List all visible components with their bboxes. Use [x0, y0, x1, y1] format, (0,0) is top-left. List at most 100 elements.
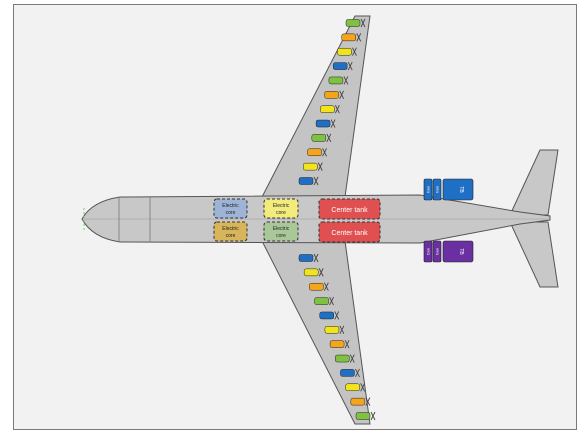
stabilizer-top: [509, 149, 559, 216]
upper-module-fan-icon: [347, 61, 353, 71]
tail-bottom-gen2-label: Gen: [435, 248, 440, 256]
upper-module-fan-icon: [339, 90, 345, 100]
core-blue-label-1: Electric: [222, 203, 239, 209]
lower-wing-module: [309, 282, 329, 291]
lower-wing-module: [329, 339, 350, 349]
tail-top-tb-label: TB: [458, 186, 464, 193]
upper-module-body: [303, 162, 318, 171]
upper-wing-module: [345, 18, 366, 28]
lower-module-body: [345, 383, 360, 392]
lower-module-body: [303, 268, 319, 277]
lower-wing-module: [355, 411, 376, 421]
lower-wing-module: [350, 397, 371, 406]
lower-wing-module: [303, 268, 324, 277]
lower-wing-module: [298, 253, 319, 263]
wing-bottom: [261, 240, 371, 425]
upper-wing-modules: [298, 18, 366, 186]
lower-module-fan-icon: [344, 339, 350, 349]
lower-module-body: [298, 254, 314, 262]
lower-module-fan-icon: [334, 311, 340, 320]
lower-module-fan-icon: [355, 368, 360, 378]
upper-module-body: [328, 76, 344, 85]
center-tank-top: Center tank: [318, 198, 381, 220]
core-blue-label-2: core: [226, 210, 236, 216]
lower-module-body: [319, 311, 334, 320]
lower-module-body: [350, 397, 366, 406]
core-yellow-label-2: core: [276, 210, 286, 216]
upper-wing-module: [315, 119, 336, 128]
upper-wing-module: [311, 133, 332, 143]
tail-bottom-tb-label: TB: [458, 248, 464, 255]
lower-module-body: [314, 297, 329, 305]
core-yellow-label-1: Electric: [273, 203, 290, 209]
upper-wing-module: [298, 176, 319, 186]
upper-module-body: [307, 148, 322, 157]
lower-module-body: [324, 326, 340, 334]
stabilizer-bottom: [509, 221, 559, 288]
upper-wing-module: [307, 148, 327, 157]
upper-wing-module: [328, 76, 349, 85]
core-green-label-2: core: [276, 233, 286, 239]
tail-top-gen2-label: Gen: [435, 186, 440, 194]
upper-wing-module: [324, 90, 345, 100]
center-tank-top-label: Center tank: [331, 207, 368, 214]
lower-module-fan-icon: [370, 411, 376, 421]
upper-module-fan-icon: [322, 148, 327, 157]
lower-module-body: [340, 369, 355, 377]
upper-module-fan-icon: [343, 76, 349, 85]
lower-module-fan-icon: [323, 282, 329, 291]
lower-wing-module: [345, 383, 366, 392]
tail-bottom-gen1-label: Gen: [426, 248, 431, 256]
lower-module-body: [309, 282, 324, 291]
upper-module-body: [332, 62, 348, 70]
upper-wing-module: [332, 61, 353, 71]
upper-module-body: [337, 47, 352, 56]
lower-module-body: [335, 354, 350, 363]
upper-module-body: [324, 91, 339, 99]
electric-core-blue: Electric core: [213, 198, 248, 219]
upper-module-body: [345, 19, 361, 27]
upper-module-fan-icon: [326, 133, 332, 143]
tail-unit-bottom: Gen Gen TB: [423, 240, 474, 263]
lower-module-fan-icon: [329, 296, 334, 306]
core-green-label-1: Electric: [273, 226, 290, 232]
center-tank-bottom: Center tank: [318, 221, 381, 243]
lower-module-body: [329, 340, 345, 348]
tail-unit-top: Gen Gen TB: [423, 178, 474, 201]
upper-module-body: [341, 33, 356, 42]
lower-module-fan-icon: [313, 253, 319, 263]
upper-module-fan-icon: [330, 119, 336, 128]
core-orange-label-1: Electric: [222, 226, 239, 232]
upper-module-fan-icon: [313, 176, 319, 186]
upper-module-body: [311, 134, 327, 142]
upper-module-fan-icon: [334, 104, 340, 114]
upper-module-fan-icon: [352, 47, 357, 56]
upper-wing-module: [303, 162, 323, 171]
tail-top-gen1-label: Gen: [426, 186, 431, 194]
upper-wing-module: [337, 47, 357, 56]
upper-module-body: [315, 119, 331, 128]
lower-module-body: [355, 412, 371, 420]
lower-wing-module: [340, 368, 360, 378]
lower-wing-modules: [298, 253, 376, 421]
electric-core-orange: Electric core: [213, 221, 248, 242]
center-tank-bottom-label: Center tank: [331, 230, 368, 237]
upper-module-body: [320, 105, 335, 113]
upper-module-fan-icon: [356, 33, 362, 42]
electric-core-yellow: Electric core: [263, 198, 299, 219]
upper-wing-module: [320, 104, 340, 114]
upper-module-body: [298, 177, 314, 185]
lower-wing-module: [324, 325, 345, 335]
electric-core-green: Electric core: [263, 221, 299, 242]
lower-wing-module: [319, 311, 340, 320]
lower-module-fan-icon: [318, 268, 324, 277]
lower-wing-module: [335, 354, 355, 363]
lower-module-fan-icon: [339, 325, 345, 335]
core-orange-label-2: core: [226, 233, 236, 239]
upper-module-fan-icon: [360, 18, 366, 28]
upper-module-fan-icon: [317, 162, 323, 171]
lower-module-fan-icon: [349, 354, 355, 363]
lower-module-fan-icon: [360, 383, 366, 392]
